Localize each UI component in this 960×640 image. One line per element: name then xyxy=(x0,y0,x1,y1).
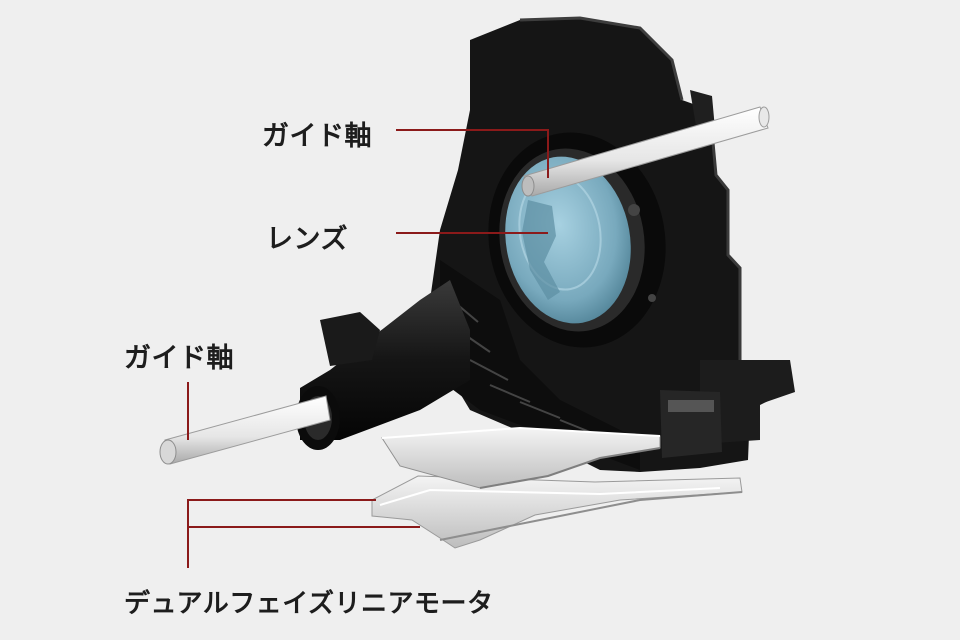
label-lens: レンズ xyxy=(266,224,348,255)
guide-shaft-upper xyxy=(521,106,770,197)
motor-plate-lower xyxy=(371,475,743,549)
label-guide-shaft-top: ガイド軸 xyxy=(262,121,372,152)
leader-lines xyxy=(187,129,549,568)
label-dual-phase-linear-motor: デュアルフェイズリニアモータ xyxy=(124,589,494,619)
leader-guide-shaft-top xyxy=(396,129,549,178)
motor-plate-upper xyxy=(381,426,661,489)
leader-motor xyxy=(187,499,420,568)
guide-shaft-lower xyxy=(159,395,331,465)
label-guide-shaft-left: ガイド軸 xyxy=(124,343,234,374)
